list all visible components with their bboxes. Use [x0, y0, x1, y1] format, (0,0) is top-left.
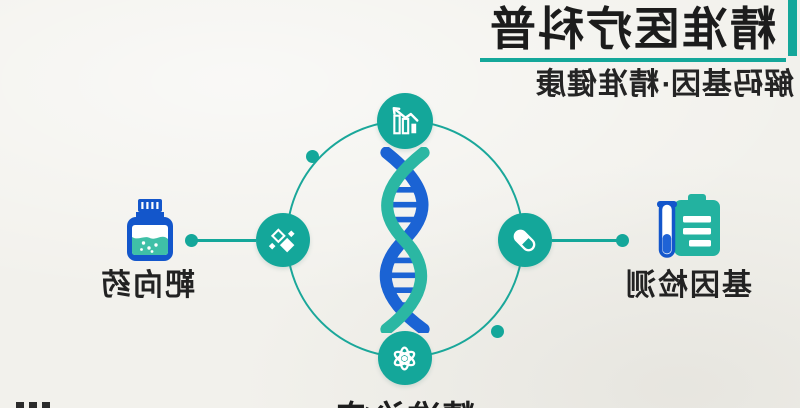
- ring-dot: [491, 325, 504, 338]
- atom-icon: [394, 346, 416, 370]
- dna-helix-icon: [379, 147, 430, 333]
- bar-chart-growth-icon: [392, 106, 419, 135]
- gene-testing-label: 基因检测: [624, 269, 752, 302]
- test-tube-report-icon: [657, 194, 720, 258]
- medicine-bottle-icon: [127, 199, 173, 261]
- cutoff-text-fragment: [16, 402, 24, 408]
- ring-node-molecule: [256, 213, 310, 267]
- molecule-diamonds-icon: [269, 227, 296, 252]
- connector-dot: [185, 234, 198, 247]
- cutoff-text-fragment: [42, 402, 50, 408]
- page-subtitle: 解码基因·精准健康: [535, 68, 794, 101]
- ring-node-medication: [498, 213, 552, 267]
- targeted-drug-label: 靶向药: [99, 269, 195, 302]
- capsule-pill-icon: [514, 229, 536, 251]
- page-title: 精准医疗科普: [488, 3, 776, 55]
- ring-node-analytics: [377, 93, 433, 149]
- ring-dot: [306, 150, 319, 163]
- title-underline: [480, 58, 786, 62]
- ring-node-science: [378, 331, 432, 385]
- title-accent-bar: [788, 0, 797, 56]
- bottom-caption: 精准治疗: [295, 391, 515, 408]
- cutoff-text-fragment: [29, 402, 37, 408]
- connector-line: [191, 239, 256, 242]
- connector-dot: [616, 234, 629, 247]
- connector-line: [552, 239, 620, 242]
